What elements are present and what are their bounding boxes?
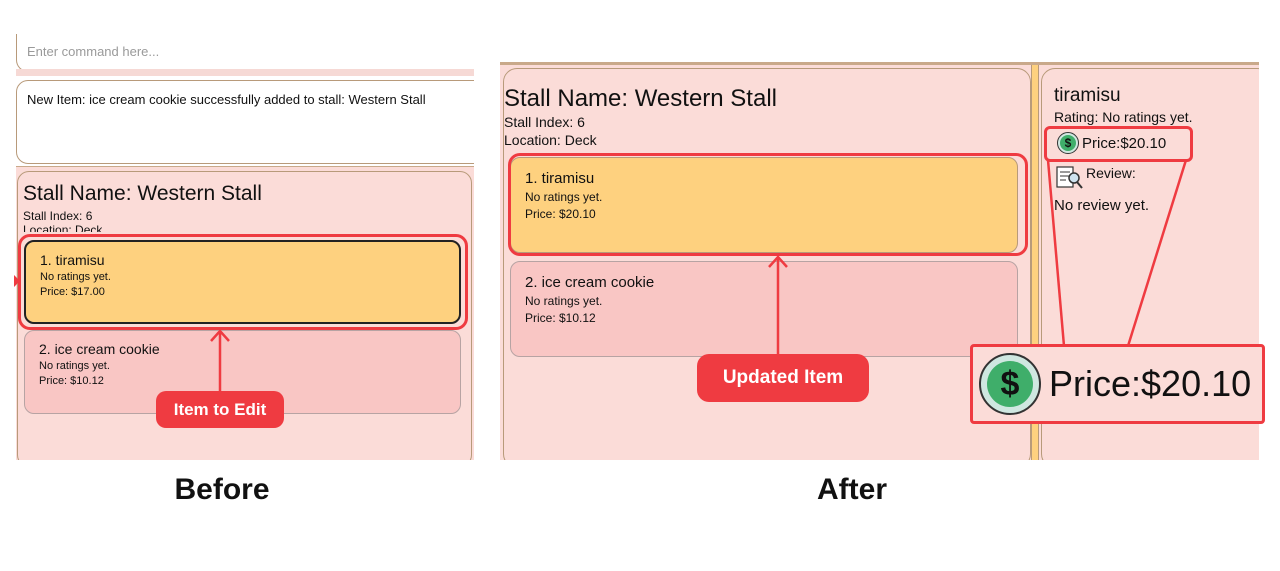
item-price: Price: $10.12 (39, 375, 104, 387)
caption-before: Before (174, 473, 270, 506)
detail-review-text: No review yet. (1054, 197, 1150, 214)
stall-index: Stall Index: 6 (23, 209, 93, 223)
stall-name: Stall Name: Western Stall (504, 85, 777, 112)
stall-index: Stall Index: 6 (504, 114, 585, 130)
stall-location: Location: Deck (23, 223, 103, 232)
zoomed-price-callout: $ Price:$20.10 (970, 344, 1265, 424)
item-rating: No ratings yet. (525, 190, 603, 204)
detail-item-name: tiramisu (1054, 85, 1121, 106)
item-price: Price: $10.12 (525, 311, 596, 325)
item-title: 2. ice cream cookie (525, 274, 655, 291)
dollar-icon: $ (1057, 132, 1079, 154)
after-screenshot: Stall Name: Western Stall Stall Index: 6… (500, 62, 1259, 460)
item-title: 1. tiramisu (525, 170, 595, 187)
dollar-icon-large: $ (979, 353, 1041, 415)
item-price: Price: $17.00 (40, 286, 105, 298)
highlight-box-detail-price (1044, 126, 1193, 162)
panel-divider[interactable] (1031, 65, 1039, 460)
item-rating: No ratings yet. (39, 360, 110, 372)
selection-pointer (14, 275, 20, 287)
item-rating: No ratings yet. (525, 294, 603, 308)
zoom-callout-lines (1046, 159, 1188, 347)
zoomed-price-text: Price:$20.10 (1049, 363, 1252, 404)
command-divider (16, 69, 474, 76)
item-rating: No ratings yet. (40, 271, 111, 283)
caption-after: After (816, 473, 887, 506)
detail-rating: Rating: No ratings yet. (1054, 109, 1193, 125)
annotation-updated-item: Updated Item (697, 354, 869, 402)
command-input[interactable]: Enter command here... (16, 34, 474, 72)
item-title: 1. tiramisu (40, 252, 105, 268)
item-title: 2. ice cream cookie (39, 341, 160, 357)
detail-review-label: Review: (1086, 165, 1136, 181)
arrow-up-icon (768, 255, 788, 356)
detail-price: Price:$20.10 (1082, 135, 1167, 152)
highlight-box-updated-item (508, 153, 1028, 256)
result-display: New Item: ice cream cookie successfully … (16, 80, 474, 164)
annotation-item-to-edit: Item to Edit (156, 391, 284, 428)
item-card-tiramisu[interactable]: 1. tiramisu No ratings yet. Price: $17.0… (24, 240, 461, 324)
item-price: Price: $20.10 (525, 207, 596, 221)
arrow-up-icon (210, 329, 230, 394)
review-icon (1056, 166, 1083, 189)
stall-name: Stall Name: Western Stall (23, 182, 262, 205)
stall-location: Location: Deck (504, 132, 597, 148)
item-card-tiramisu[interactable]: 1. tiramisu No ratings yet. Price: $20.1… (510, 157, 1018, 253)
highlight-box-item-to-edit (18, 234, 468, 330)
top-divider (500, 62, 1259, 65)
before-screenshot: Enter command here... New Item: ice crea… (16, 28, 474, 460)
stall-card: Stall Name: Western Stall Stall Index: 6… (503, 68, 1031, 460)
item-card-ice-cream-cookie[interactable]: 2. ice cream cookie No ratings yet. Pric… (510, 261, 1018, 357)
